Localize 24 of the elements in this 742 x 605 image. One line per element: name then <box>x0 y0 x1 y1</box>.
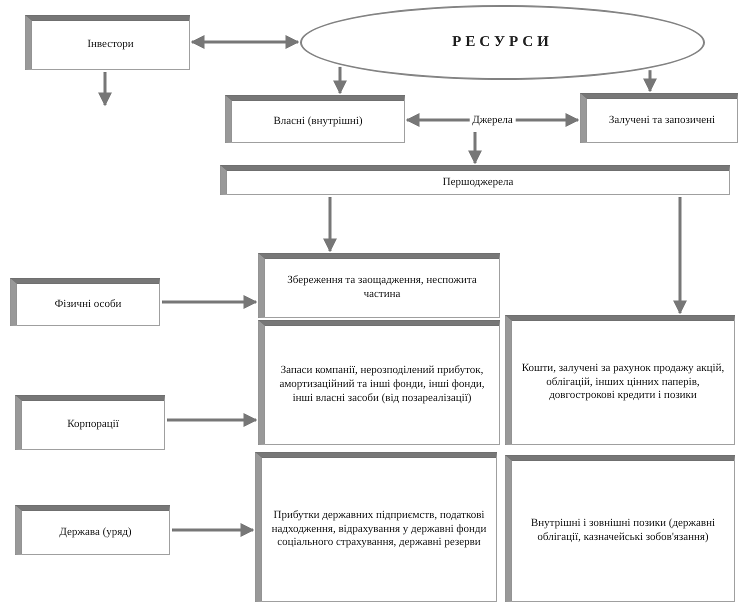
process-box: Інвестори <box>25 15 190 70</box>
ellipse-node: РЕСУРСИ <box>300 5 705 80</box>
process-box: Держава (уряд) <box>15 505 170 555</box>
process-box: Прибутки державних підприємств, податкові надходження, відрахування у державні фонди соціального страхування, державні резерви <box>255 452 497 602</box>
process-box: Внутрішні і зовнішні позики (державні облігації, казначейські зобов'язання) <box>505 455 735 602</box>
arrow <box>162 295 258 309</box>
edge-label: Джерела <box>469 114 516 126</box>
arrow <box>323 197 337 252</box>
double-arrow <box>190 35 300 49</box>
arrow <box>167 413 258 427</box>
process-box: Фізичні особи <box>10 278 160 326</box>
arrow <box>468 132 482 164</box>
process-box: Корпорації <box>15 395 165 450</box>
process-box: Першоджерела <box>220 165 730 195</box>
arrow <box>172 523 254 537</box>
process-box: Запаси компанії, нерозподілений прибуток, амортизаційний та інші фонди, інші фонди, інші власні засоби (від позареалізації) <box>258 320 500 445</box>
process-box: Збереження та заощадження, неспожита частина <box>258 253 500 318</box>
arrow <box>98 72 112 106</box>
process-box: Залучені та запозичені <box>580 93 738 143</box>
arrow <box>643 70 657 92</box>
arrow <box>673 197 687 314</box>
process-box: Власні (внутрішні) <box>225 95 405 143</box>
arrow <box>333 66 347 94</box>
process-box: Кошти, залучені за рахунок продажу акцій, облігацій, інших цінних паперів, довгострокові кредити і позики <box>505 315 735 445</box>
